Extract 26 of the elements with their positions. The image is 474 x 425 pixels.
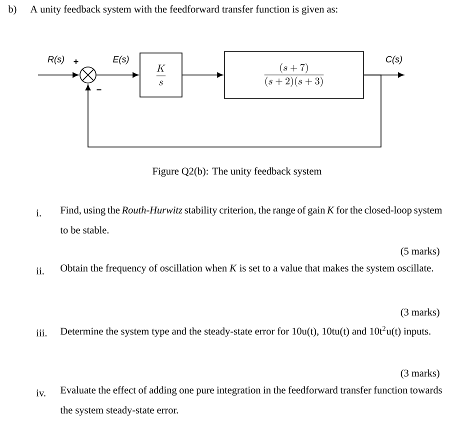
signal-label: E(s) xyxy=(113,56,129,64)
signal-label: R(s) xyxy=(48,56,64,64)
marks: (3 marks) xyxy=(400,369,440,379)
question-text: Find, using the Routh-Hurwitz stability criterion, the range of gain K for the closed-loop system to be stable. xyxy=(60,206,442,234)
arrow xyxy=(85,74,382,148)
item-numeral: iii. xyxy=(36,330,47,336)
arrow xyxy=(96,72,139,78)
item-numeral: iv. xyxy=(36,390,46,396)
question-text: Evaluate the effect of adding one pure integration in the feedforward transfer function towards the system steady-state error. xyxy=(60,386,442,416)
summing-junction xyxy=(80,66,96,84)
item-letter: b) xyxy=(8,5,16,15)
item-numeral: i. xyxy=(36,210,41,216)
arrow xyxy=(182,72,224,78)
question-text: Determine the system type and the steady-state error for 10u(t), 10tu(t) and 10t$^{2}$u(t) inputs. xyxy=(60,326,430,337)
sign: + xyxy=(74,59,78,64)
caption: Figure Q2(b): The unity feedback system xyxy=(152,167,322,177)
transfer-function-box: $\frac{K}{s}$ xyxy=(140,52,182,98)
item-numeral: ii. xyxy=(36,268,44,274)
sign: − xyxy=(96,89,102,90)
marks: (3 marks) xyxy=(400,308,440,318)
transfer-function-box: $\frac{(s+7)}{(s+2)(s+3)}$ xyxy=(224,51,364,99)
question-text: Obtain the frequency of oscillation when K is set to a value that makes the system oscillate. xyxy=(60,264,434,274)
marks: (5 marks) xyxy=(400,247,440,257)
signal-label: C(s) xyxy=(386,56,402,64)
arrow xyxy=(38,72,79,78)
heading: A unity feedback system with the feedforward transfer function is given as: xyxy=(30,5,338,15)
